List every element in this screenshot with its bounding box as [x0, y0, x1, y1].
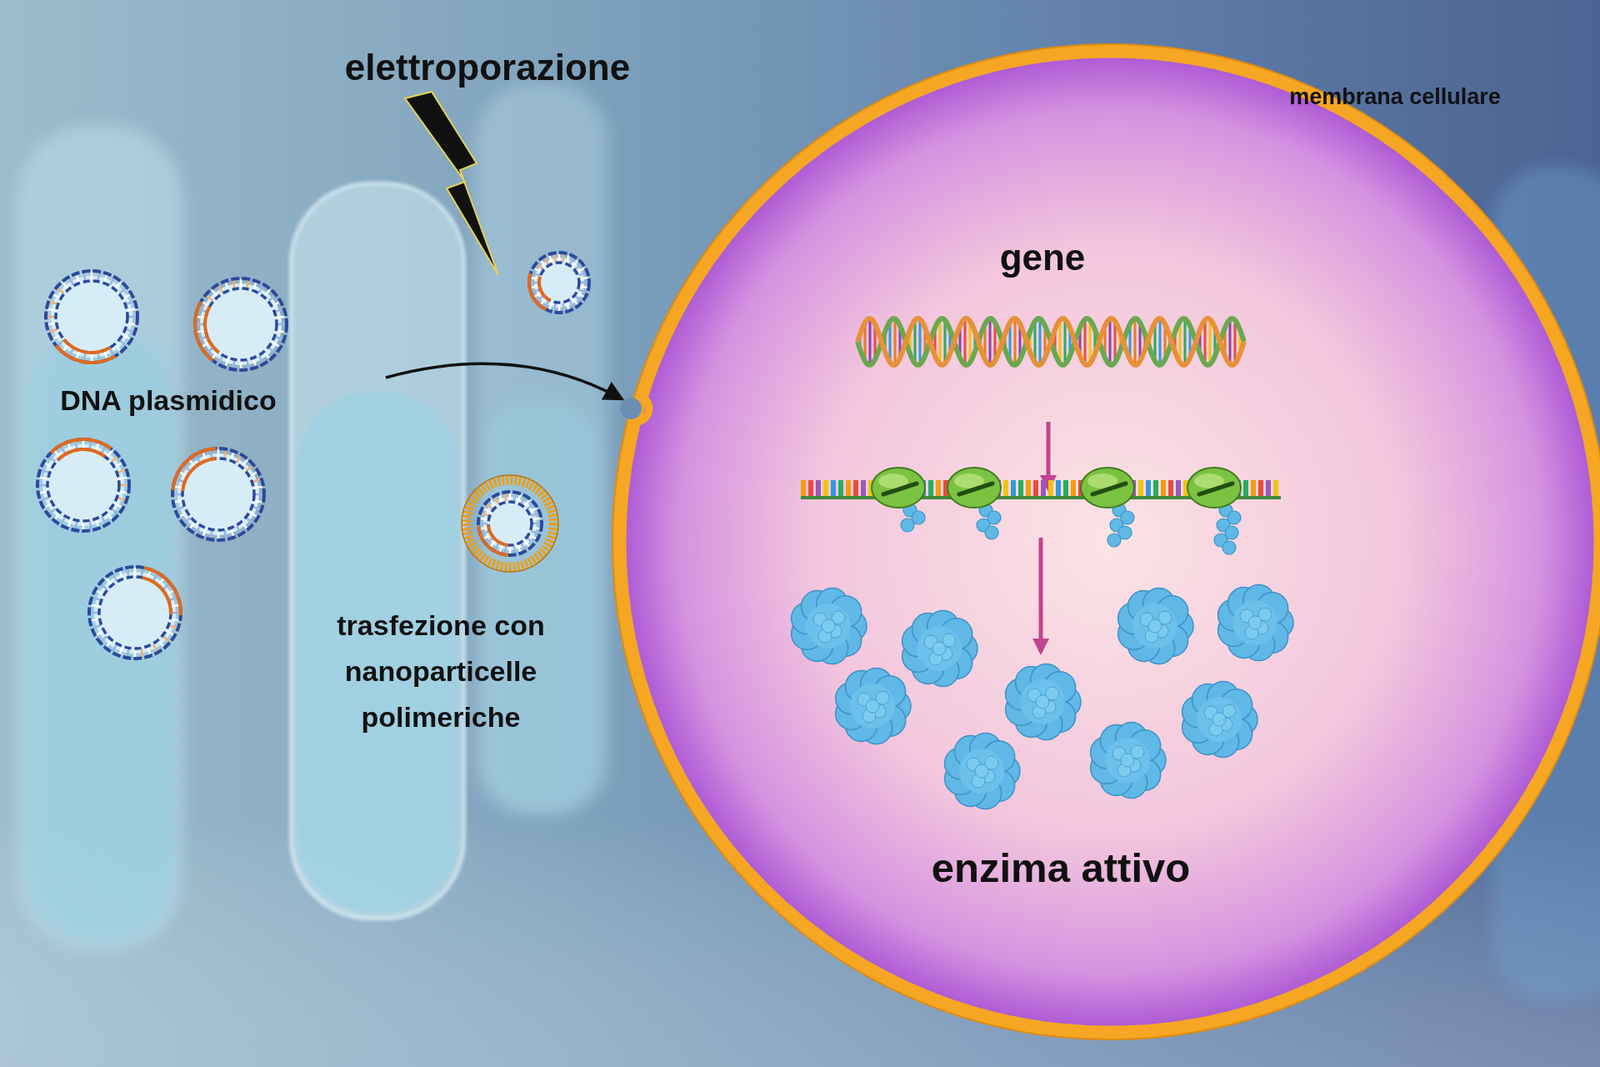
method-label: trasfezione con nanoparticelle polimeric…	[303, 602, 579, 740]
ribosome	[947, 467, 1001, 540]
dna-helix	[857, 318, 1245, 365]
transcription-arrow	[1046, 421, 1051, 489]
product-label: enzima attivo	[844, 844, 1278, 891]
plasmid	[193, 278, 287, 370]
plasmids	[37, 252, 590, 659]
method-label: elettroporazione	[295, 45, 680, 90]
ribosome	[1187, 467, 1241, 555]
plasmid	[37, 437, 130, 531]
translation-arrow	[1039, 537, 1044, 652]
lightning-bolt	[405, 91, 499, 275]
plasmid-label: DNA plasmidico	[5, 383, 331, 418]
gene-label: gene	[917, 236, 1168, 279]
plasmid	[527, 252, 590, 313]
ribosome	[1080, 467, 1135, 547]
ribosome	[871, 467, 925, 532]
delivery-arrow	[385, 363, 621, 399]
plasmid	[170, 446, 265, 540]
enzyme	[835, 667, 911, 744]
membrane-label: membrana cellulare	[1270, 83, 1520, 110]
test-tube	[290, 183, 465, 919]
enzyme	[791, 587, 867, 664]
cell-membrane	[619, 50, 1600, 1033]
enzyme	[902, 610, 978, 686]
enzyme	[1182, 680, 1258, 757]
plasmid	[476, 491, 542, 557]
enzyme	[1090, 721, 1166, 798]
nanoparticle-shell	[466, 480, 554, 567]
cell: gene enzima attivo	[619, 50, 1600, 1033]
plasmid	[89, 565, 183, 659]
enzyme	[1218, 584, 1294, 660]
enzyme	[1005, 663, 1081, 740]
enzyme	[1118, 587, 1194, 664]
enzyme	[945, 732, 1020, 809]
plasmid	[45, 270, 138, 365]
